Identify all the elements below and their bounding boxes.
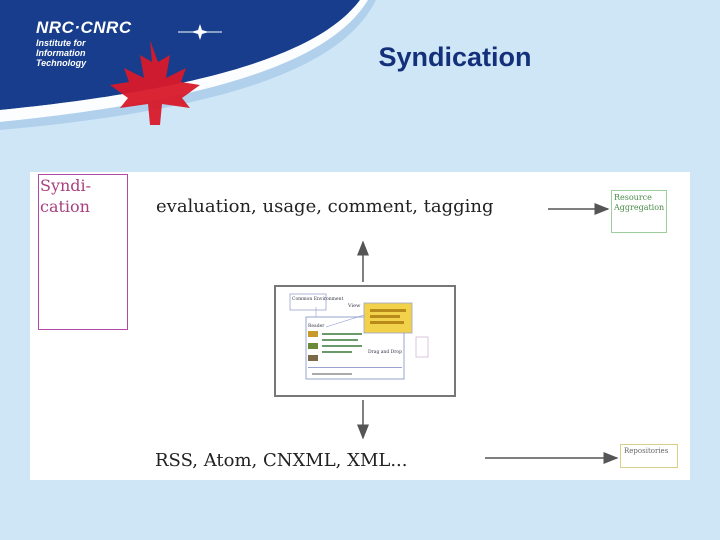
- header-banner: [0, 0, 376, 130]
- environment-screenshot: Common Environment View Reader Drag and …: [274, 285, 456, 397]
- view-label: View: [347, 303, 361, 309]
- common-env-label: Common Environment: [292, 296, 343, 302]
- screenshot-thumbnail: Common Environment View Reader Drag and …: [289, 293, 429, 380]
- slide-title: Syndication: [378, 42, 532, 72]
- logo-line: Information: [36, 48, 86, 58]
- nrc-logo: NRC·CNRC Institute for Information Techn…: [36, 18, 132, 68]
- reader-label: Reader: [308, 323, 325, 329]
- bottom-flow-text: RSS, Atom, CNXML, XML...: [155, 450, 408, 471]
- syndication-label: Syndi- cation: [40, 176, 92, 216]
- maple-leaf-icon: [110, 40, 200, 125]
- logo-line: Technology: [36, 58, 87, 68]
- repositories-box: Repositories: [620, 444, 678, 468]
- logo-main-text: NRC·CNRC: [36, 18, 132, 37]
- logo-line: Institute for: [36, 38, 86, 48]
- diagram-arrows: [357, 203, 619, 464]
- top-flow-text: evaluation, usage, comment, tagging: [156, 196, 494, 217]
- star-sparkle-icon: [178, 24, 222, 40]
- resource-aggregation-box: Resource Aggregation: [611, 190, 667, 233]
- syndication-box: [38, 174, 128, 330]
- syndication-diagram: Syndi- cation evaluation, usage, comment…: [30, 172, 690, 480]
- drag-drop-label: Drag and Drop: [368, 349, 402, 355]
